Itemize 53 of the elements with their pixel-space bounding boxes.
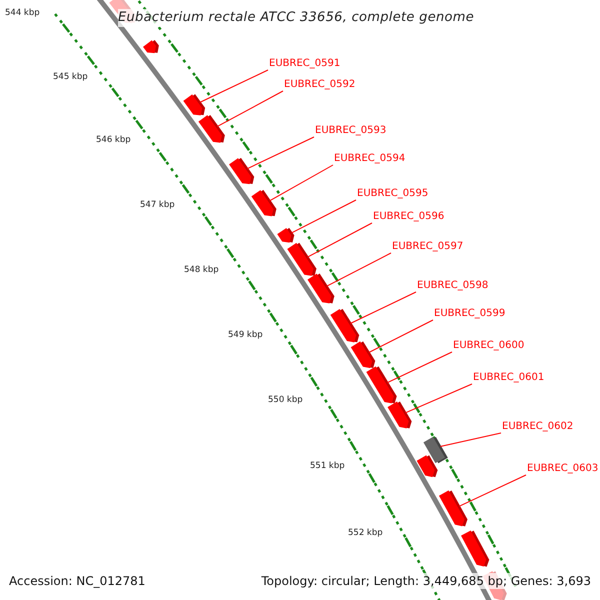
accession-text: Accession: NC_012781 [9,573,146,589]
leader-line [440,432,502,448]
gene-feature [198,114,225,143]
gene-feature [438,490,468,526]
gene-label: EUBREC_0597 [392,241,464,253]
scale-label: 551 kbp [310,461,345,471]
leader-line [368,320,434,353]
gene-feature [461,530,490,567]
gene-label: EUBREC_0602 [502,421,574,433]
gene-feature [183,94,206,116]
gene-feature [308,274,334,304]
gene-label: EUBREC_0601 [473,372,544,384]
leader-line [404,384,472,414]
gene-label: EUBREC_0593 [315,125,386,137]
gene-feature [143,40,159,54]
gene-label: EUBREC_0603 [527,463,598,475]
gene-label: EUBREC_0595 [357,188,428,200]
gene-label: EUBREC_0596 [373,211,444,223]
gene-feature [287,242,316,276]
gene-feature [277,228,294,243]
gene-label: EUBREC_0598 [417,280,488,292]
leader-line [326,252,392,287]
gene-label: EUBREC_0600 [453,340,524,352]
gene-label: EUBREC_0592 [284,79,356,91]
scale-label: 545 kbp [53,72,88,82]
scale-label: 550 kbp [268,395,303,405]
diagram-title: Eubacterium rectale ATCC 33656, complete genome [118,9,474,27]
gene-feature [350,341,376,368]
leader-line [386,352,452,384]
genome-info-text: Topology: circular; Length: 3,449,685 bp; Genes: 3,693 [261,573,591,589]
gene-feature [388,402,412,428]
scale-label: 548 kbp [184,265,219,275]
gene-feature [330,308,360,342]
scale-label: 552 kbp [348,528,383,538]
gene-label: EUBREC_0591 [269,58,340,70]
leader-line [307,222,372,258]
scale-label: 547 kbp [140,200,175,210]
leader-line [199,70,268,103]
leader-line [246,136,314,170]
gene-label: EUBREC_0599 [434,308,506,320]
scale-label: 546 kbp [96,135,131,145]
gene-feature [416,455,438,478]
scale-label: 549 kbp [228,330,263,340]
leader-line [216,90,284,127]
leader-line [350,292,416,324]
leader-line [290,200,356,234]
leader-line [458,474,526,507]
gene-feature [229,158,254,184]
gene-label: EUBREC_0594 [334,153,406,165]
scale-label: 544 kbp [5,8,40,18]
gene-feature [366,366,397,404]
leader-line [269,164,334,202]
gene-feature [251,190,276,216]
